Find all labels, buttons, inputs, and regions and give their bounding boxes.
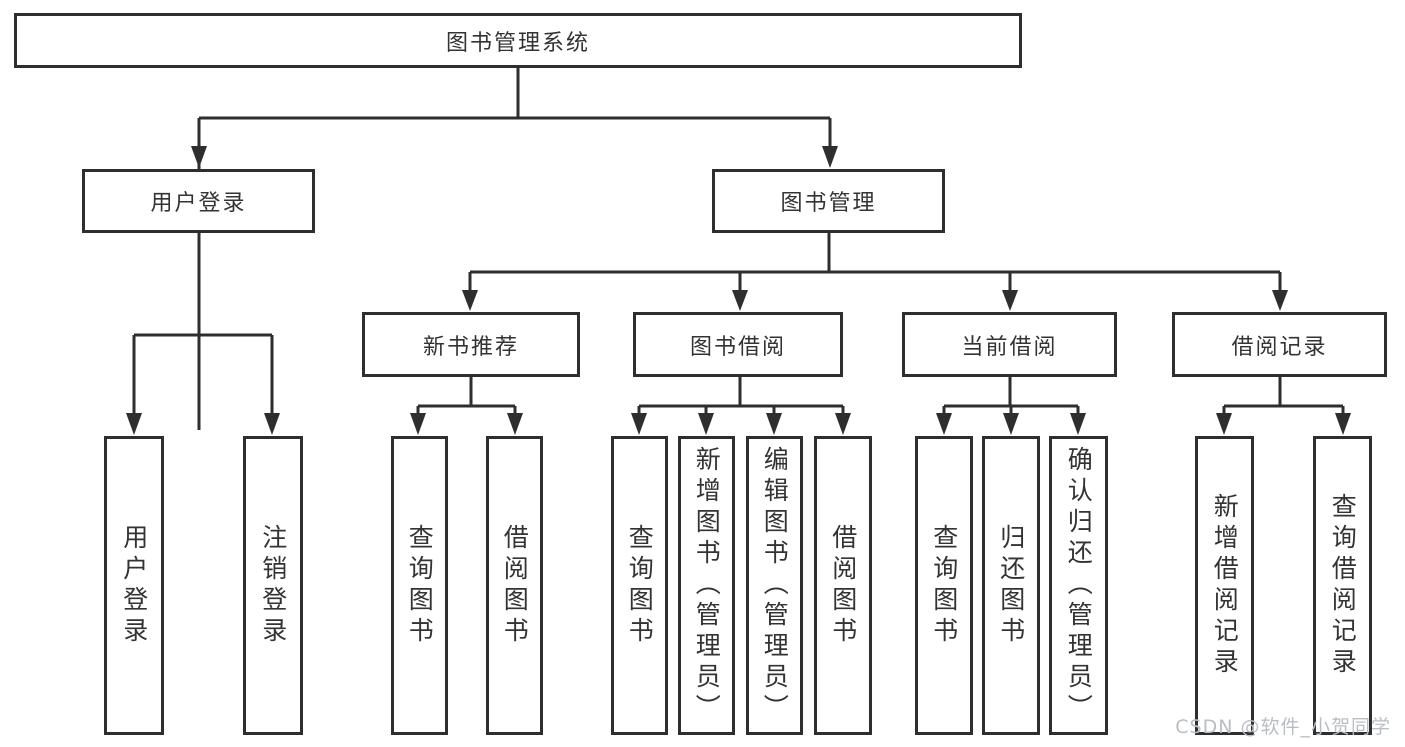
leaf-query-books-current: 查询图书 <box>915 436 973 735</box>
arrow-down-icon <box>732 290 748 311</box>
node-borrow-records: 借阅记录 <box>1172 312 1387 377</box>
node-label: 编辑图书（管理员） <box>760 446 790 725</box>
leaf-borrow-books-recommend: 借阅图书 <box>486 436 543 735</box>
node-label: 查询图书 <box>929 523 959 648</box>
arrow-down-icon <box>936 413 952 435</box>
arrow-down-icon <box>126 413 142 435</box>
node-user-login: 用户登录 <box>82 169 315 233</box>
node-label: 借阅图书 <box>828 523 858 648</box>
connector-records-to-leaves <box>1222 377 1345 430</box>
leaf-query-books-recommend: 查询图书 <box>391 436 448 735</box>
arrow-down-icon <box>191 146 207 168</box>
node-label: 图书管理 <box>780 191 877 216</box>
connector-recommend-to-leaves <box>416 377 517 430</box>
csdn-watermark: CSDN @软件_小贺同学 <box>1175 716 1391 738</box>
arrow-down-icon <box>1070 413 1086 435</box>
leaf-query-books-borrow: 查询图书 <box>611 436 668 735</box>
arrow-down-icon <box>1335 413 1351 435</box>
arrow-down-icon <box>822 146 838 168</box>
leaf-add-borrow-record: 新增借阅记录 <box>1195 436 1254 735</box>
node-label: 查询图书 <box>625 523 655 648</box>
node-label: 新书推荐 <box>422 334 519 360</box>
leaf-add-books-admin: 新增图书（管理员） <box>678 436 735 735</box>
leaf-logout-login: 注销登录 <box>243 436 303 735</box>
leaf-user-login: 用户登录 <box>104 436 164 735</box>
node-label: 用户登录 <box>150 191 247 216</box>
arrow-down-icon <box>766 413 782 435</box>
arrow-down-icon <box>507 413 523 435</box>
node-label: 借阅记录 <box>1231 334 1328 360</box>
leaf-edit-books-admin: 编辑图书（管理员） <box>746 436 803 735</box>
arrow-down-icon <box>1002 290 1018 311</box>
node-label: 查询借阅记录 <box>1328 492 1358 679</box>
arrowhead-icons <box>126 146 1351 435</box>
node-book-management: 图书管理 <box>712 169 945 233</box>
node-label: 图书借阅 <box>689 334 786 360</box>
node-new-book-recommend: 新书推荐 <box>362 312 580 377</box>
arrow-down-icon <box>1216 413 1232 435</box>
connector-bookmgmt-to-level3 <box>468 233 1282 306</box>
node-label: 用户登录 <box>119 523 149 648</box>
leaf-query-borrow-record: 查询借阅记录 <box>1313 436 1372 735</box>
arrow-down-icon <box>462 290 478 311</box>
leaf-borrow-books-borrow: 借阅图书 <box>814 436 872 735</box>
leaf-return-books: 归还图书 <box>982 436 1040 735</box>
connector-root-to-level2 <box>197 68 832 430</box>
node-book-borrow: 图书借阅 <box>633 312 843 377</box>
arrow-down-icon <box>410 413 426 435</box>
node-label: 归还图书 <box>996 523 1026 648</box>
node-current-borrow: 当前借阅 <box>902 312 1117 377</box>
connector-userlogin-to-leaves <box>132 233 274 430</box>
node-label: 借阅图书 <box>500 523 530 648</box>
node-label: 新增图书（管理员） <box>692 446 722 725</box>
node-root-system: 图书管理系统 <box>14 13 1022 68</box>
arrow-down-icon <box>631 413 647 435</box>
arrow-down-icon <box>264 413 280 435</box>
arrow-down-icon <box>1003 413 1019 435</box>
node-label: 当前借阅 <box>961 334 1058 360</box>
arrow-down-icon <box>835 413 851 435</box>
node-label: 确认归还（管理员） <box>1064 446 1094 725</box>
node-label: 图书管理系统 <box>445 30 590 56</box>
leaf-confirm-return-admin: 确认归还（管理员） <box>1049 436 1108 735</box>
connector-borrow-to-leaves <box>637 377 845 430</box>
arrow-down-icon <box>1272 290 1288 311</box>
node-label: 新增借阅记录 <box>1210 492 1240 679</box>
node-label: 注销登录 <box>258 523 288 648</box>
arrow-down-icon <box>698 413 714 435</box>
node-label: 查询图书 <box>405 523 435 648</box>
